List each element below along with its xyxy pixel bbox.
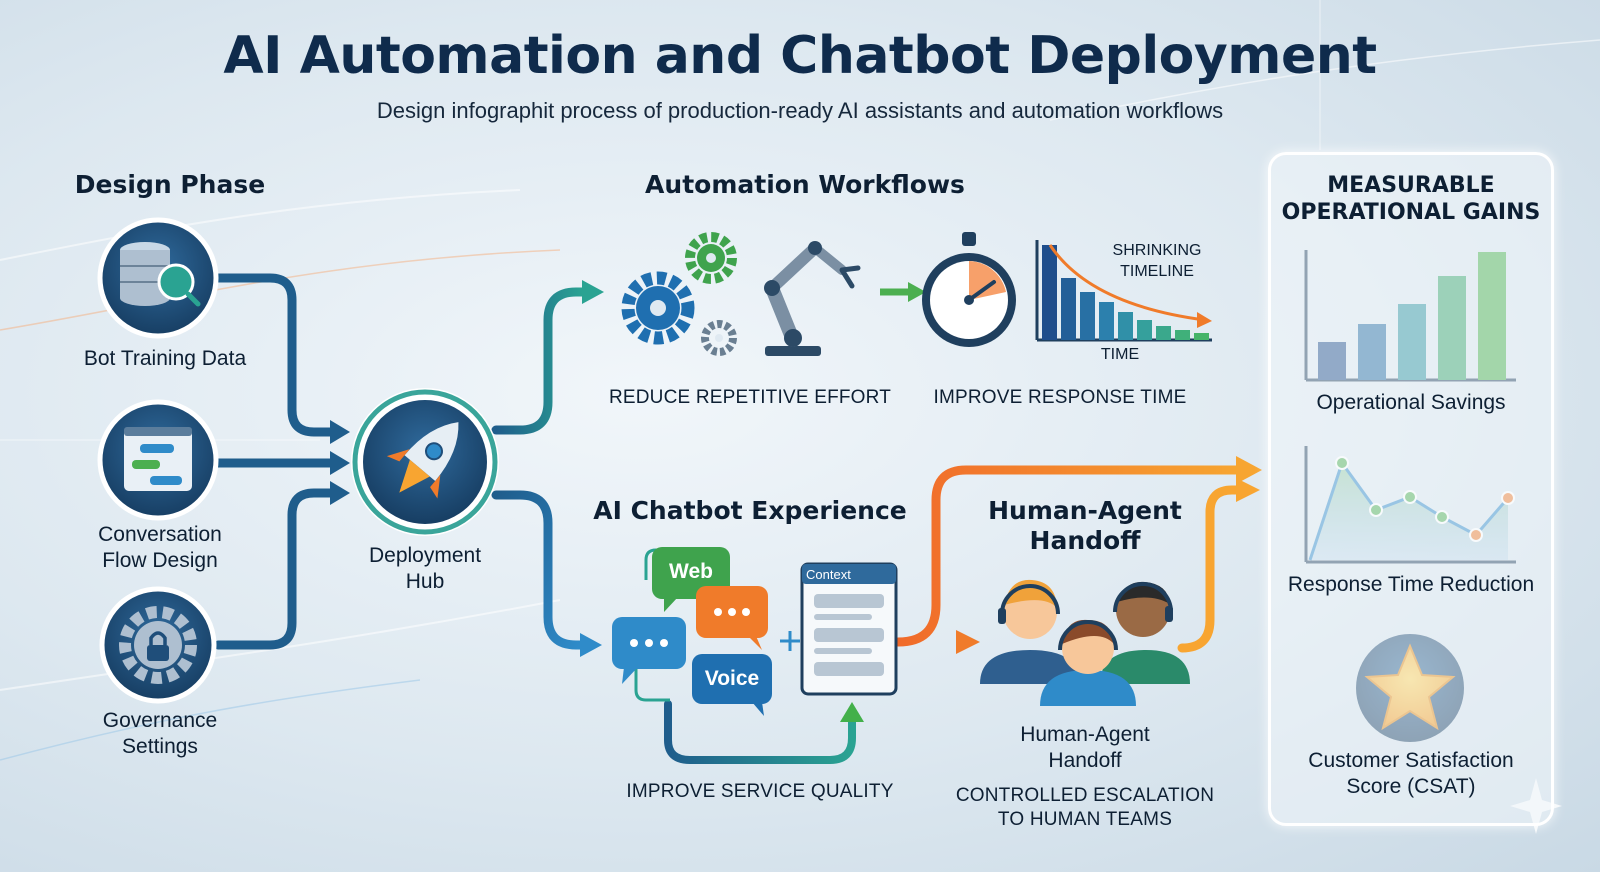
timeline-bar: [1042, 245, 1057, 340]
voice-bubble-label: Voice: [704, 667, 760, 690]
chatbot-to-gains-arrow: [893, 465, 1241, 647]
robot-arm-icon: [764, 241, 861, 356]
page-title: AI Automation and Chatbot Deployment: [223, 26, 1377, 86]
timeline-bar: [1137, 320, 1152, 340]
design-to-hub-arrows: [213, 273, 335, 650]
rocket-icon: [351, 388, 499, 536]
database-search-icon: [97, 217, 219, 339]
hub-arrowheads: [330, 420, 350, 505]
response-time-caption: IMPROVE RESPONSE TIME: [933, 387, 1187, 408]
design-phase-heading: Design Phase: [74, 170, 266, 199]
chat-bubbles-icon: [612, 547, 800, 716]
context-document-icon: [800, 562, 898, 696]
gear-lock-icon: [99, 586, 217, 704]
timeline-bar: [1175, 330, 1190, 340]
hub-to-chatbot-arrow: [491, 490, 585, 650]
page-subtitle: Design infographit process of production…: [376, 98, 1224, 123]
time-axis-label: TIME: [1100, 346, 1140, 363]
operational-savings-label: Operational Savings: [1316, 391, 1506, 414]
gains-panel: [1268, 152, 1554, 826]
context-label: Context: [806, 567, 851, 582]
timeline-bar: [1061, 278, 1076, 340]
automation-heading: Automation Workflows: [645, 170, 965, 199]
reduce-effort-caption: REDUCE REPETITIVE EFFORT: [608, 387, 892, 408]
timeline-bar: [1156, 326, 1171, 340]
service-quality-caption: IMPROVE SERVICE QUALITY: [626, 781, 894, 802]
bot-training-data-label: Bot Training Data: [83, 347, 247, 370]
stopwatch-icon: [922, 232, 1016, 347]
chatbot-heading: AI Chatbot Experience: [593, 496, 907, 525]
shrinking-timeline-chart: [1035, 240, 1212, 342]
web-bubble-label: Web: [669, 560, 713, 583]
service-loop-arrow: [664, 700, 856, 764]
response-time-reduction-label: Response Time Reduction: [1287, 573, 1535, 596]
flow-diagram-icon: [97, 399, 219, 521]
timeline-bar: [1080, 292, 1095, 340]
support-agents-icon: [980, 579, 1190, 706]
handoff-to-gains-arrow: [1177, 485, 1243, 653]
timeline-bar: [1118, 312, 1133, 340]
timeline-bar: [1099, 302, 1114, 340]
gears-icon: [621, 232, 737, 356]
hub-to-automation-arrow: [491, 287, 587, 435]
automation-step-arrow: [908, 282, 926, 302]
timeline-bar: [1194, 333, 1209, 340]
